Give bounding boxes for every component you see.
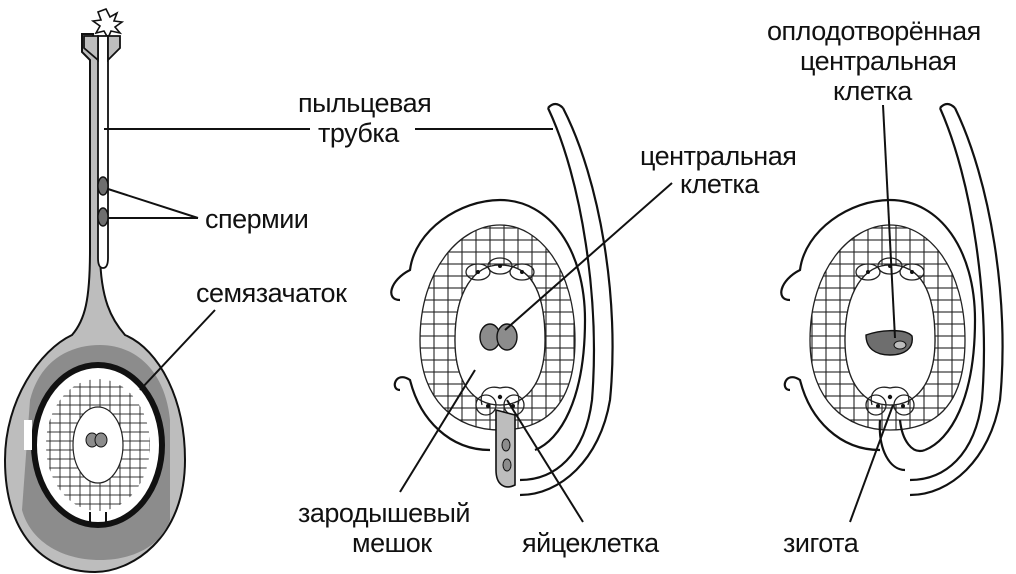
- label-sperm: спермии: [205, 204, 308, 234]
- label-ovule: семязачаток: [196, 278, 347, 308]
- funiculus-tip: [548, 104, 563, 108]
- label-fertilized-3: клетка: [833, 76, 913, 106]
- sperm-cell-1: [98, 177, 108, 195]
- label-egg-cell: яйцеклетка: [522, 528, 660, 558]
- funiculus-tip-3: [940, 104, 955, 108]
- leader-sperm-1: [108, 189, 198, 218]
- pollen-tube-channel: [98, 36, 108, 268]
- label-zygote: зигота: [783, 528, 860, 558]
- pistil-panel: [5, 9, 185, 572]
- nucleus-small-2: [95, 433, 107, 447]
- sperm-in-tube-1: [502, 439, 510, 451]
- label-central-cell-1: центральная: [640, 141, 796, 171]
- label-fertilized-1: оплодотворённая: [767, 16, 981, 46]
- label-embryo-sac-2: мешок: [352, 528, 432, 558]
- stigma-star-icon: [93, 9, 122, 38]
- sperm-cell-2: [98, 208, 108, 226]
- fertilized-nucleolus: [894, 341, 906, 349]
- leader-ovule: [140, 310, 215, 390]
- label-pollen-tube-2: трубка: [318, 118, 400, 148]
- label-fertilized-2: центральная: [800, 46, 956, 76]
- label-pollen-tube-1: пыльцевая: [298, 88, 431, 118]
- ovule-panel: [391, 104, 612, 495]
- label-central-cell-2: клетка: [680, 169, 760, 199]
- label-embryo-sac-1: зародышевый: [298, 498, 470, 528]
- fertilized-ovule-panel: [781, 104, 1002, 495]
- sperm-in-tube-2: [503, 459, 511, 471]
